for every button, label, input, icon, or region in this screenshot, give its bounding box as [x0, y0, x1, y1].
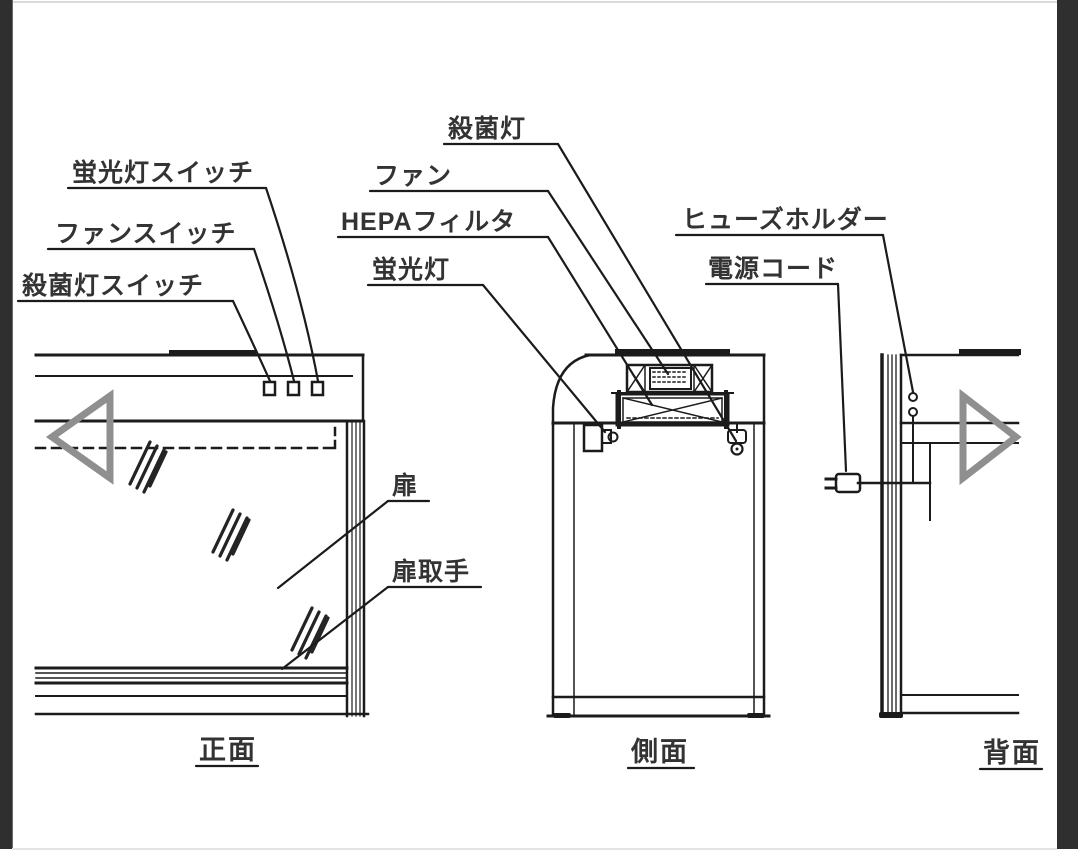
- annotations: 蛍光灯スイッチ ファンスイッチ 殺菌灯スイッチ 殺菌灯 ファン HEPAフィルタ…: [16, 114, 1044, 771]
- side-left-foot: [553, 713, 571, 718]
- power-cord-part: [824, 442, 932, 521]
- caption-front-view: 正面: [199, 735, 257, 765]
- label-fuse-holder: ヒューズホルダー: [682, 205, 889, 234]
- side-view-outline: [546, 349, 771, 718]
- label-door: 扉: [392, 471, 418, 500]
- leader-door: [276, 499, 390, 590]
- next-arrow-icon[interactable]: [959, 388, 1022, 486]
- front-view-outline: [34, 350, 370, 718]
- leader-hepa-filter: [546, 235, 654, 407]
- label-fluorescent-lamp: 蛍光灯: [372, 256, 450, 284]
- fluorescent-lamp-fixture: [582, 423, 619, 453]
- side-right-foot: [747, 713, 765, 718]
- back-foot: [879, 712, 903, 718]
- leader-fluorescent-lamp: [481, 283, 607, 434]
- germicidal-lamp-fixture: [727, 423, 747, 456]
- bottom-divider: [12, 848, 1057, 850]
- fuse-holder-part: [908, 392, 918, 484]
- caption-back-view: 背面: [983, 738, 1041, 768]
- power-plug: [834, 472, 862, 494]
- label-door-handle: 扉取手: [392, 557, 470, 586]
- back-view-outline: [879, 349, 1021, 718]
- back-view-drawing: [824, 349, 1021, 718]
- leader-fan: [546, 189, 670, 376]
- label-germicidal-lamp: 殺菌灯: [448, 114, 526, 143]
- leader-door-handle: [280, 585, 390, 671]
- label-fluorescent-switch: 蛍光灯スイッチ: [72, 159, 254, 187]
- label-fan-switch: ファンスイッチ: [55, 220, 237, 248]
- leader-germicidal-lamp: [556, 142, 738, 443]
- fan-switch-indicator: [286, 380, 301, 397]
- germicidal-switch-indicator: [262, 380, 277, 397]
- leader-fan-switch: [252, 247, 296, 383]
- front-view-drawing: [34, 350, 370, 718]
- hepa-filter-box: [611, 390, 734, 429]
- leader-germicidal-switch: [231, 299, 272, 383]
- prev-arrow-icon[interactable]: [45, 389, 114, 485]
- viewer-right-bar: [1057, 0, 1078, 849]
- leader-fuse-holder: [881, 233, 915, 394]
- leader-power-cord: [836, 282, 848, 473]
- top-divider: [12, 1, 1057, 3]
- leader-fluorescent-switch: [264, 186, 320, 383]
- glass-reflection-hatches: [128, 440, 330, 660]
- fluorescent-switch-indicator: [310, 380, 325, 397]
- viewer-left-bar: [0, 0, 13, 849]
- label-fan: ファン: [374, 162, 452, 190]
- switch-indicators: [262, 380, 325, 397]
- label-power-cord: 電源コード: [708, 255, 838, 283]
- label-hepa-filter: HEPAフィルタ: [341, 208, 516, 236]
- label-germicidal-switch: 殺菌灯スイッチ: [22, 271, 204, 300]
- side-view-drawing: [546, 349, 771, 718]
- caption-side-view: 側面: [630, 737, 689, 767]
